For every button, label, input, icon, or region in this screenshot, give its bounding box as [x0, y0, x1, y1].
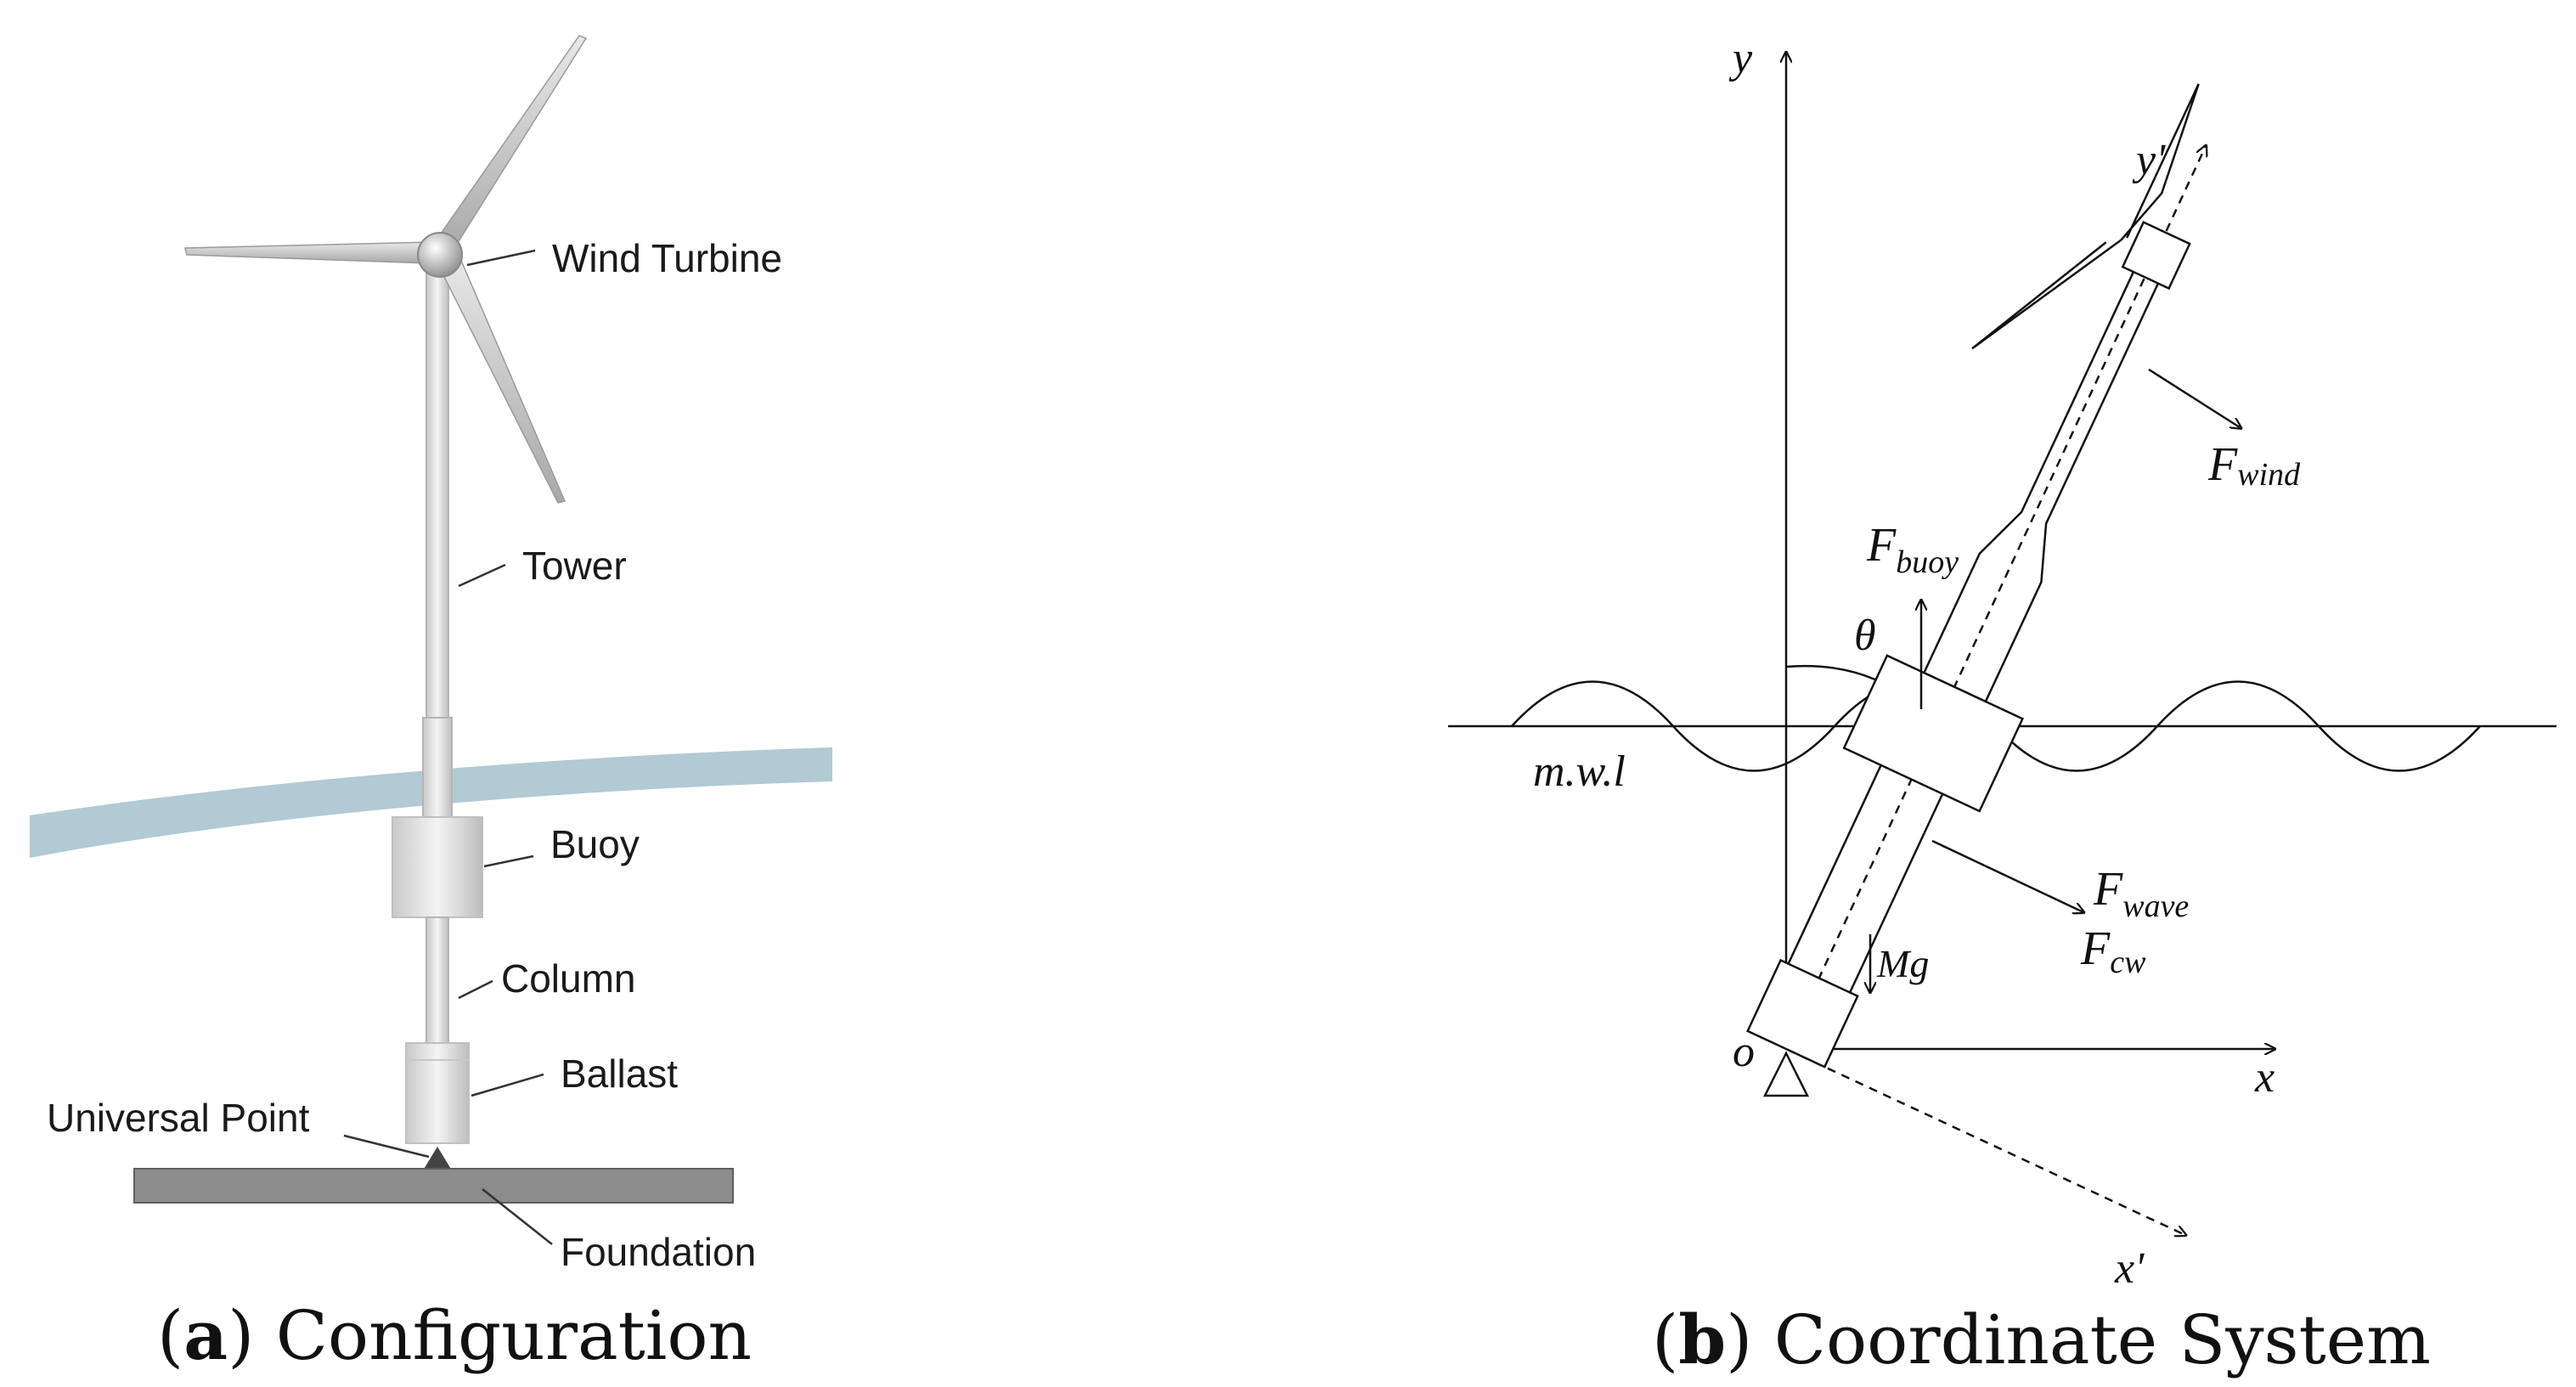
label-wind-turbine: Wind Turbine	[552, 236, 782, 280]
column-body	[426, 916, 449, 1046]
buoy-outline	[1842, 654, 2025, 813]
foundation-slab	[133, 1168, 734, 1204]
buoy-body	[392, 816, 483, 918]
ballast-body	[405, 1042, 470, 1144]
label-origin: o	[1733, 1028, 1755, 1076]
label-tower: Tower	[522, 544, 627, 588]
label-y-prime: y'	[2132, 136, 2166, 184]
panel-a-configuration: Wind Turbine Tower Buoy Column Ballast U…	[30, 35, 832, 1375]
caption-b: (b) Coordinate System	[1652, 1300, 2431, 1379]
caption-a-letter: a	[183, 1295, 228, 1375]
label-x: x	[2254, 1053, 2274, 1102]
pivot-support	[1762, 1051, 1810, 1097]
label-mg: Mg	[1876, 942, 1929, 985]
label-f-wind: Fwind	[2207, 438, 2301, 493]
caption-b-letter: b	[1678, 1300, 1726, 1379]
label-f-buoy: Fbuoy	[1866, 519, 1959, 580]
upper-column	[1923, 245, 2147, 674]
panel-b-coordinate-system	[1448, 51, 2556, 1236]
tower-lower	[422, 717, 453, 820]
label-y: y	[1728, 34, 1753, 82]
y-prime-axis	[1784, 144, 2207, 1050]
label-buoy: Buoy	[550, 822, 640, 866]
label-ballast: Ballast	[561, 1052, 678, 1096]
rotor-blades	[1971, 83, 2200, 350]
base-ballast	[1746, 958, 1859, 1068]
caption-b-text: Coordinate System	[1774, 1300, 2431, 1379]
universal-point-joint	[423, 1147, 452, 1170]
x-prime-axis	[1785, 1047, 2187, 1236]
upper-column-right	[1984, 257, 2172, 702]
label-theta: θ	[1854, 612, 1876, 660]
panel-b-labels: y x y' x' o θ m.w.l Fwind Fbuoy Fwave Fc…	[1533, 34, 2431, 1379]
label-f-wave: Fwave	[2093, 863, 2189, 924]
blade-top	[427, 35, 588, 256]
f-wind-arrow	[2148, 368, 2242, 429]
f-wave-arrow	[1931, 839, 2085, 913]
label-foundation: Foundation	[561, 1230, 756, 1274]
tower	[426, 254, 449, 723]
nacelle	[2121, 220, 2191, 290]
tilted-turbine	[1746, 83, 2200, 1068]
caption-a-text: Configuration	[276, 1296, 752, 1375]
label-column: Column	[501, 956, 636, 1001]
rotor-hub	[417, 232, 463, 278]
blade-right	[436, 254, 566, 504]
label-universal-point: Universal Point	[47, 1096, 310, 1140]
label-mwl: m.w.l	[1533, 747, 1626, 796]
caption-a: (a) Configuration	[157, 1295, 752, 1375]
blade-left	[184, 241, 434, 264]
label-x-prime: x'	[2114, 1244, 2145, 1293]
label-f-cw: Fcw	[2080, 922, 2146, 980]
